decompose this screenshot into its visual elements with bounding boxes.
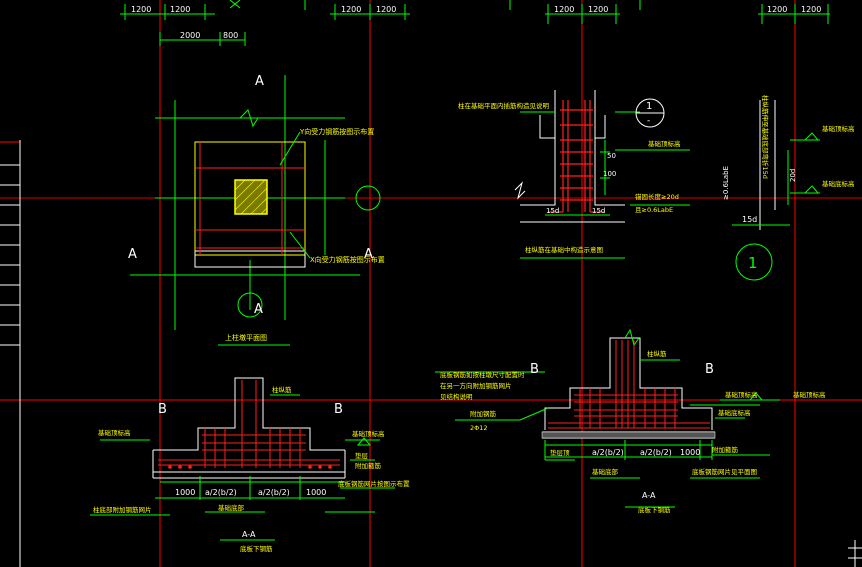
section-right-title: A-A: [642, 491, 656, 500]
dim-text: 1000: [680, 448, 700, 457]
dim-text: 2000: [180, 31, 200, 40]
left-border-ticks: [0, 140, 21, 567]
plan-note-top: Y向受力钢筋按图示布置: [299, 127, 374, 136]
column-anchorage-detail: 1 - 柱在基础平面内插筋构造见说明 基础顶标高 锚固长度≥20d 且≥0.6L…: [458, 90, 690, 259]
right-detail-dim-15d: 15d: [742, 215, 757, 224]
dim-text: 1200: [588, 5, 608, 14]
column-detail-label-right: 基础顶标高: [648, 139, 681, 148]
section-mark-a-bottom: A: [254, 302, 263, 317]
right-detail-dim-20d: 20d: [789, 169, 797, 182]
section-left-subtitle: 底板下钢筋: [240, 544, 273, 553]
section-right-label-left: 附加钢筋: [470, 409, 497, 418]
column-detail-note: 柱在基础平面内插筋构造见说明: [458, 101, 550, 110]
dim-text: 1000: [306, 488, 326, 497]
section-right-note-3: 见结构说明: [440, 392, 473, 401]
section-right-label-far-right: 基础顶标高: [793, 390, 826, 399]
section-right-label-right-top: 基础顶标高: [725, 390, 758, 399]
dim-text: 1200: [767, 5, 787, 14]
section-right-label-mid-left: 附加箍筋: [712, 445, 739, 454]
right-detail-callout: 1: [748, 254, 758, 272]
right-detail: 1 柱纵筋伸至基础底部弯折15d ≥0.6LabE 20d 基础顶标高 基础底标…: [722, 95, 855, 281]
right-detail-label-mid: 基础底标高: [822, 179, 855, 188]
section-mark-a-top: A: [255, 74, 264, 89]
section-right-label-bottom-right: 底板钢筋网片见平面图: [692, 467, 757, 476]
bottom-right-border: [848, 540, 862, 567]
dim-text: a/2(b/2): [592, 448, 624, 457]
dim-text: 1200: [376, 5, 396, 14]
section-left-title: A-A: [242, 530, 256, 539]
dim-text: a/2(b/2): [205, 488, 237, 497]
section-mark-b-right: B: [334, 402, 343, 417]
plan-note-bottom: X向受力钢筋按图示布置: [310, 255, 385, 264]
section-mark-a-right: A: [364, 247, 373, 262]
section-right-rebar: [548, 340, 710, 429]
right-detail-label-top: 基础顶标高: [822, 124, 855, 133]
section-mark-a-left: A: [128, 247, 137, 262]
dim-text: a/2(b/2): [258, 488, 290, 497]
section-right-label-right-mid: 基础底标高: [718, 408, 751, 417]
column-detail-rebar: [548, 100, 605, 213]
dim-text: 15d: [592, 207, 605, 215]
section-left-label-bottom-right: 底板钢筋网片按图示布置: [338, 479, 410, 488]
detail-callout-circle: [735, 243, 773, 281]
footing-outline: [194, 141, 306, 256]
section-right-note-1: 底板钢筋如按柱墩尺寸配置时: [440, 370, 525, 379]
section-left-label-bottom-left: 柱底部附加钢筋网片: [93, 505, 152, 514]
section-left-label-right-mid: 垫层: [355, 451, 369, 460]
section-right-blinding: [541, 431, 716, 439]
column-detail-title: 柱纵筋在基础中构造示意图: [525, 245, 603, 254]
section-right-subtitle: 底板下钢筋: [638, 505, 671, 514]
section-left-label-top: 柱纵筋: [272, 385, 292, 394]
dim-text: 100: [603, 170, 616, 178]
section-right-note-2: 在另一方向附加钢筋网片: [440, 381, 512, 390]
section-mark-b-left: B: [158, 402, 167, 417]
section-right: B B 底板钢筋如按柱墩尺寸配置时 在另一方向附加钢筋网片 见结构说明 附加钢筋…: [435, 328, 826, 514]
dim-text: 1200: [170, 5, 190, 14]
section-left-label-bottom-center: 基础底部: [218, 503, 245, 512]
section-callout-circle: [355, 185, 381, 211]
dim-text: 1200: [554, 5, 574, 14]
detail-callout-sub: -: [647, 116, 650, 126]
column-detail-anchor-note: 锚固长度≥20d: [635, 192, 679, 201]
dim-text: 800: [223, 31, 238, 40]
top-dimension-chains: [120, 0, 830, 46]
dim-text: 1200: [341, 5, 361, 14]
right-detail-vertical-note: 柱纵筋伸至基础底部弯折15d: [761, 95, 770, 179]
right-detail-dim-06: ≥0.6LabE: [722, 166, 730, 200]
section-right-label-top: 柱纵筋: [647, 349, 667, 358]
dim-text: 1200: [131, 5, 151, 14]
section-right-label-left2: 2Φ12: [470, 424, 488, 432]
footing-step: [194, 250, 306, 268]
plan-view: A A A A Y向受力钢筋按图示布置 X向受力钢筋按图示布置 上柱墩平面图: [128, 74, 385, 346]
section-mark-b-left: B: [530, 362, 539, 377]
dim-text: 1000: [175, 488, 195, 497]
section-left: B B 基础顶标高 柱纵筋 基础顶标高 垫层 附加箍筋 底板钢筋网片按图示布置 …: [90, 377, 410, 553]
section-left-label-right-bot: 附加箍筋: [355, 461, 382, 470]
plan-title: 上柱墩平面图: [225, 333, 267, 342]
dim-text: 1200: [801, 5, 821, 14]
section-left-rebar: [158, 380, 340, 468]
top-dimension-texts: 1200 1200 1200 1200 1200 1200 1200 1200 …: [131, 5, 821, 40]
section-right-label-bottom-center: 基础底部: [592, 467, 619, 476]
dim-text: 50: [607, 152, 616, 160]
column-detail-lae-note: 且≥0.6LabE: [635, 206, 673, 214]
dim-text: a/2(b/2): [640, 448, 672, 457]
section-left-label-right-top: 基础顶标高: [352, 429, 385, 438]
detail-callout-number: 1: [646, 101, 652, 112]
section-left-label-left: 基础顶标高: [98, 428, 131, 437]
dim-text: 15d: [546, 207, 559, 215]
section-right-label-bottom-left: 垫层顶: [550, 448, 570, 457]
section-callout-circle: [237, 292, 263, 318]
section-mark-b-right: B: [705, 362, 714, 377]
